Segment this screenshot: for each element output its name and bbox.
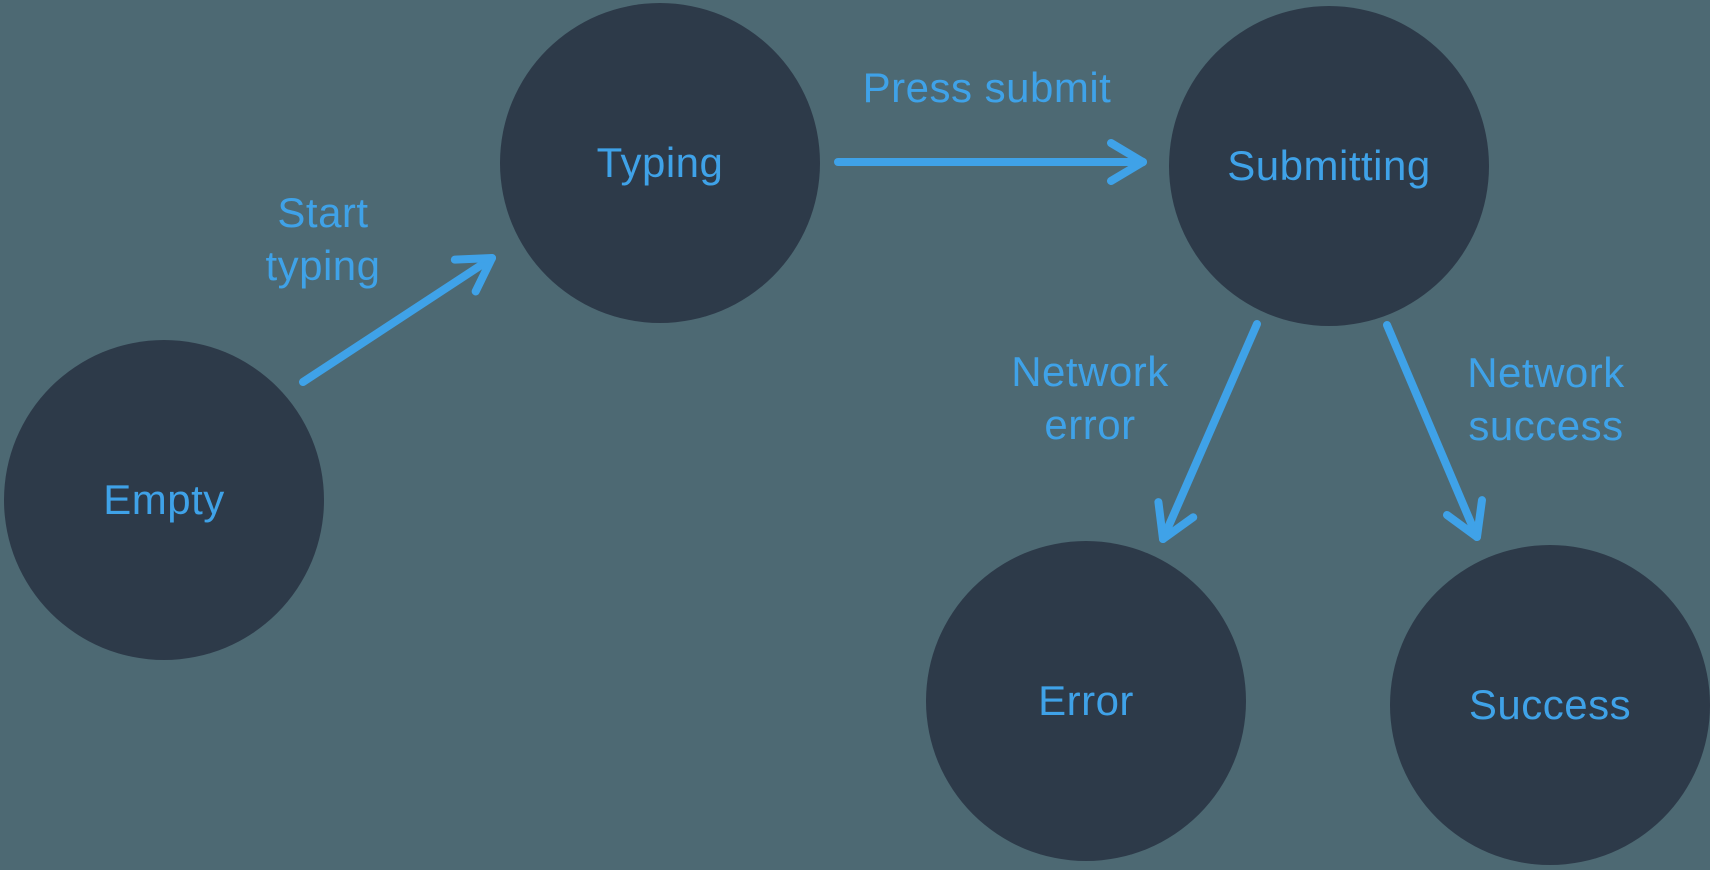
transition-label-line: error [1044,401,1136,448]
transition-label-line: Press submit [862,64,1112,111]
transition-label-line: success [1468,402,1624,449]
transition-label-start-typing: Start typing [173,186,473,292]
state-node-success: Success [1390,545,1710,865]
transition-label-network-success: Network success [1396,346,1696,452]
network-success-arrow [1383,321,1486,541]
state-node-error: Error [926,541,1246,861]
state-node-label: Submitting [1227,142,1431,189]
transition-label-press-submit: Press submit [837,61,1137,114]
transition-label-line: typing [265,242,381,289]
state-node-empty: Empty [4,340,324,660]
state-node-label: Error [1038,677,1134,724]
state-node-typing: Typing [500,3,820,323]
state-node-label: Typing [596,139,724,186]
state-node-submitting: Submitting [1169,6,1489,326]
transition-label-network-error: Network error [940,345,1240,451]
start-typing-arrow [299,254,496,386]
state-node-label: Success [1468,681,1632,728]
state-node-label: Empty [103,476,225,523]
transition-label-line: Network [1467,349,1625,396]
network-error-arrow [1154,320,1261,543]
transition-label-line: Start [277,189,369,236]
transition-label-line: Network [1011,348,1169,395]
